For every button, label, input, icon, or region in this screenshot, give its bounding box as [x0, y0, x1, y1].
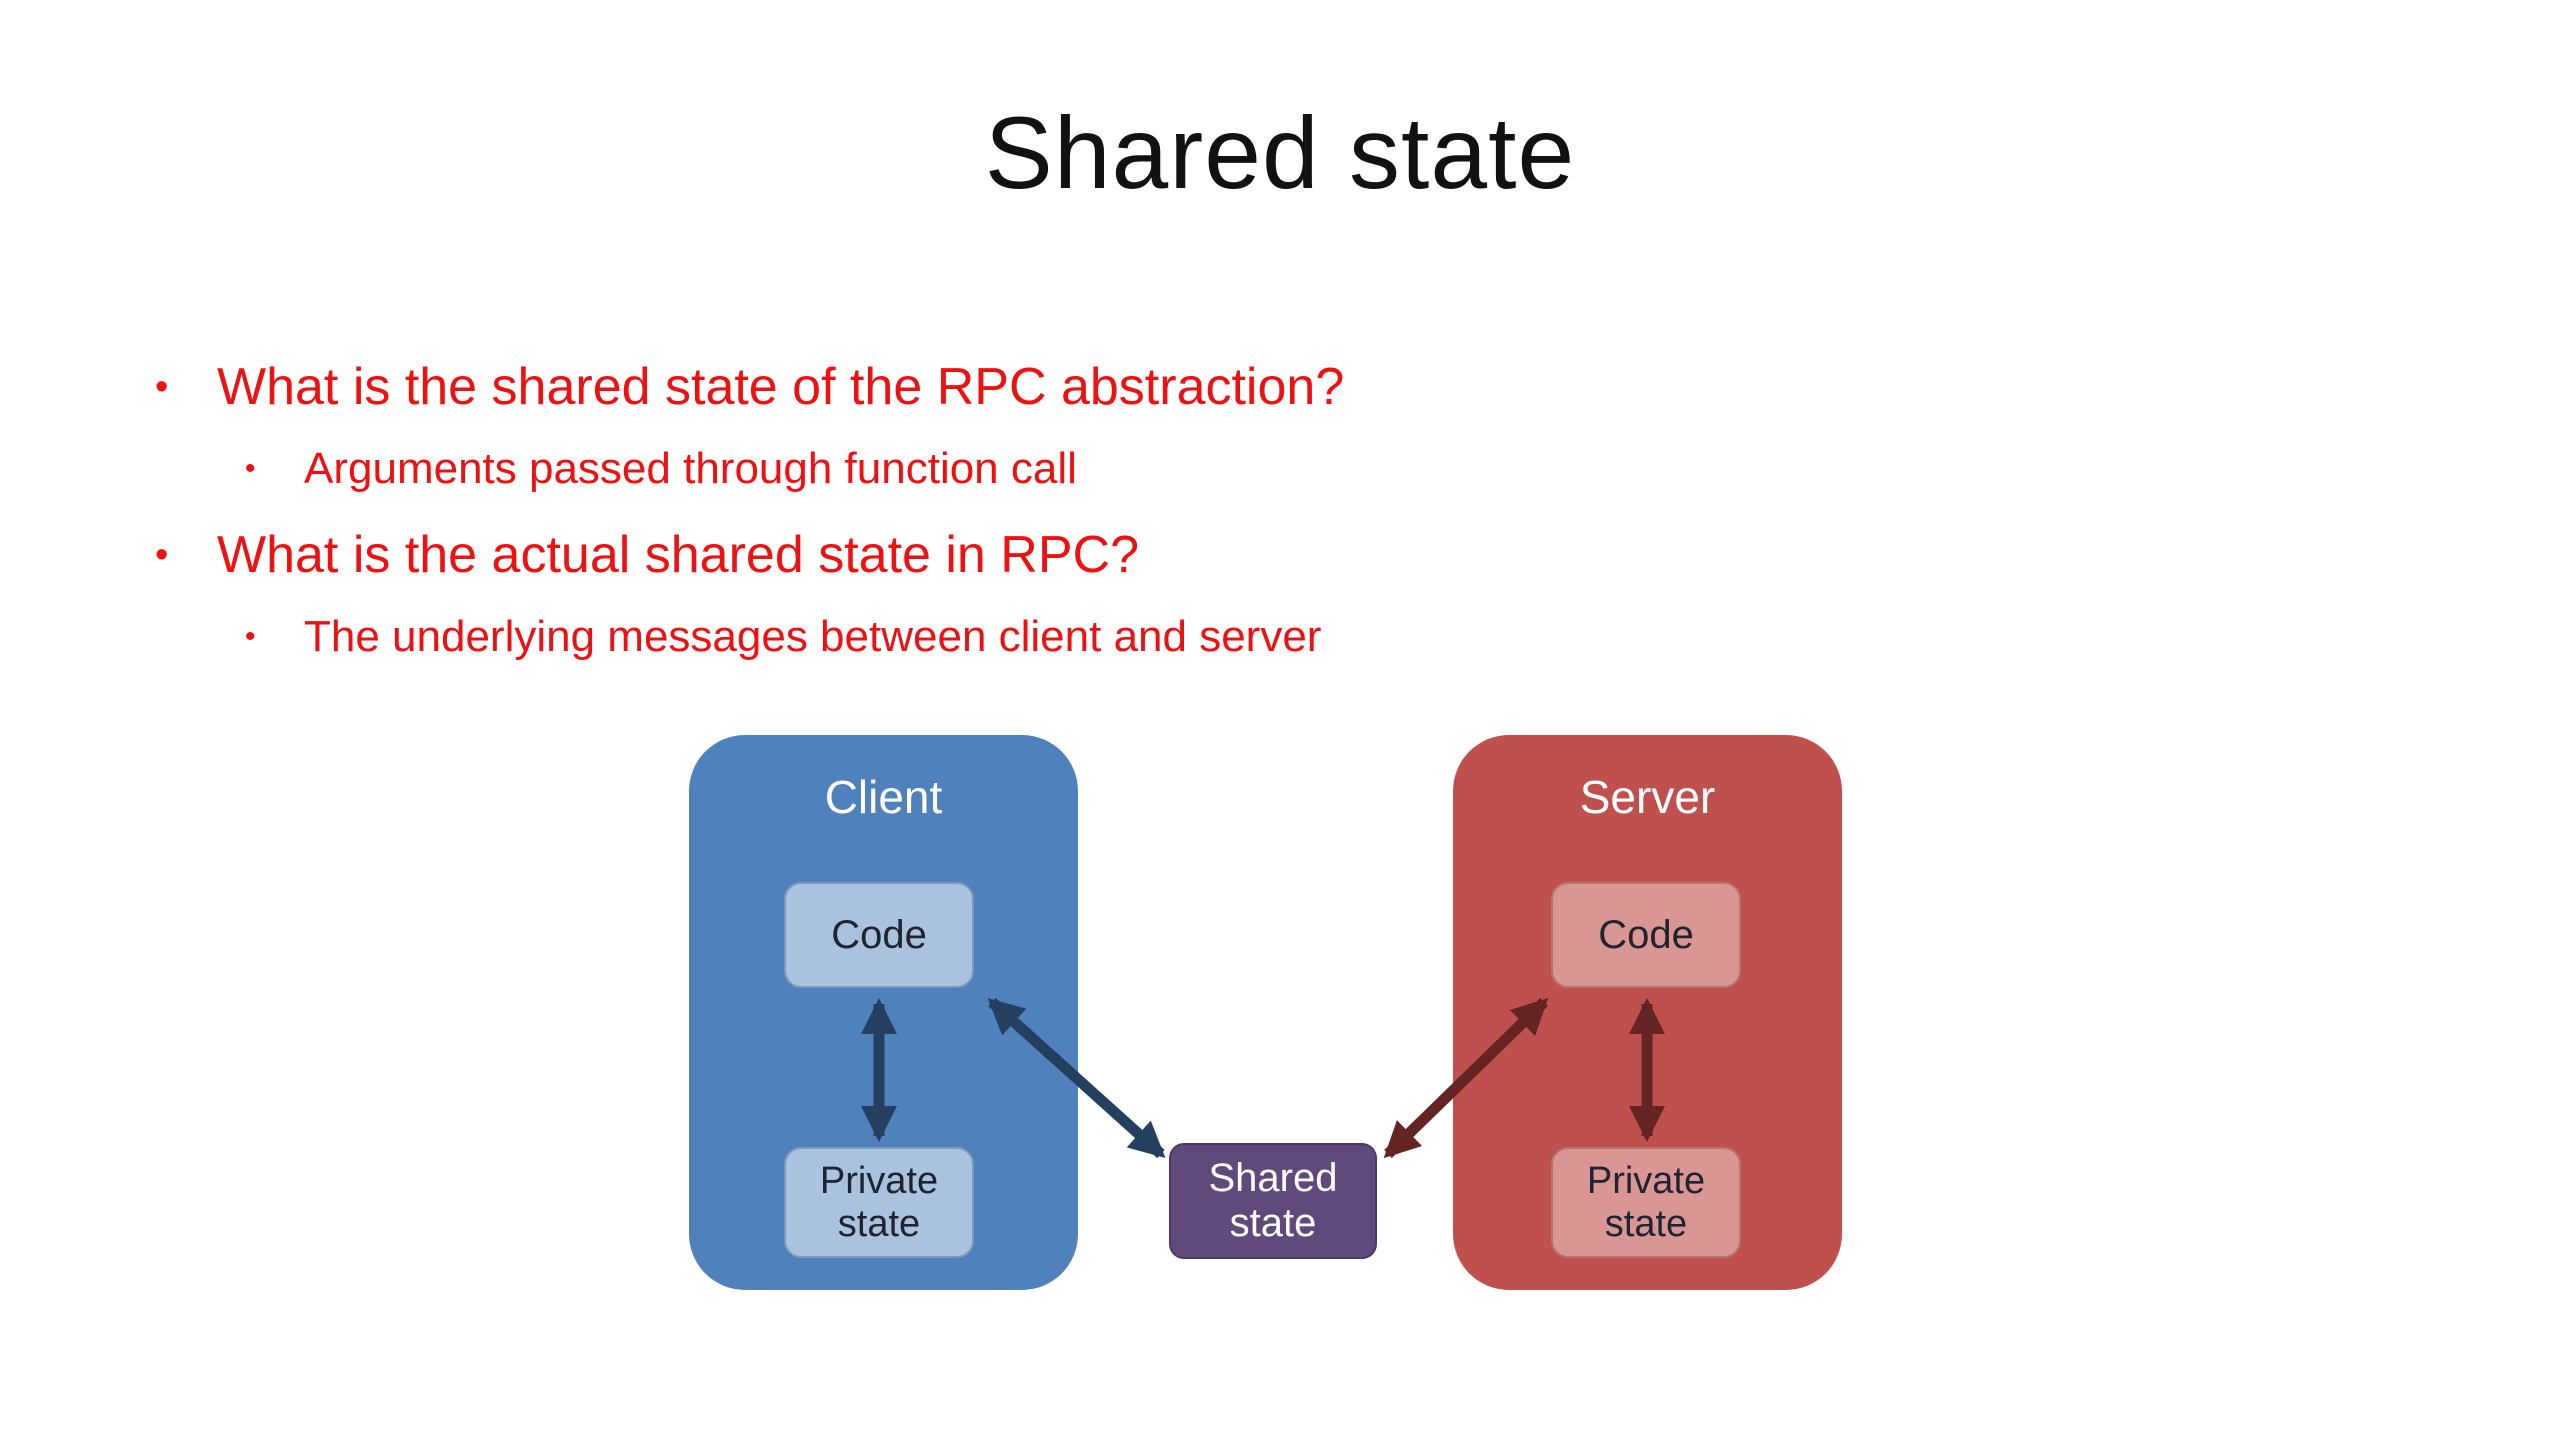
slide-title: Shared state: [984, 96, 1576, 210]
bullet-icon: •: [155, 534, 169, 576]
sub-bullet-text: The underlying messages between client a…: [304, 612, 1322, 661]
bullet-item: • What is the actual shared state in RPC…: [155, 525, 1139, 585]
sub-bullet-item: • Arguments passed through function call: [245, 443, 1077, 495]
bullet-icon: •: [155, 366, 169, 408]
sub-bullet-item: • The underlying messages between client…: [245, 611, 1321, 663]
server-code-box: Code: [1551, 882, 1741, 988]
shared-state-box: Shared state: [1169, 1143, 1377, 1259]
client-code-box: Code: [784, 882, 974, 988]
client-private-state-box: Private state: [784, 1147, 974, 1258]
bullet-item: • What is the shared state of the RPC ab…: [155, 357, 1344, 417]
sub-bullet-text: Arguments passed through function call: [304, 444, 1077, 493]
bullet-text: What is the shared state of the RPC abst…: [217, 358, 1345, 416]
server-label: Server: [1579, 771, 1716, 823]
bullet-icon: •: [245, 452, 256, 485]
server-private-state-box: Private state: [1551, 1147, 1741, 1258]
bullet-text: What is the actual shared state in RPC?: [217, 526, 1140, 584]
bullet-icon: •: [245, 620, 256, 653]
client-label: Client: [824, 771, 943, 823]
